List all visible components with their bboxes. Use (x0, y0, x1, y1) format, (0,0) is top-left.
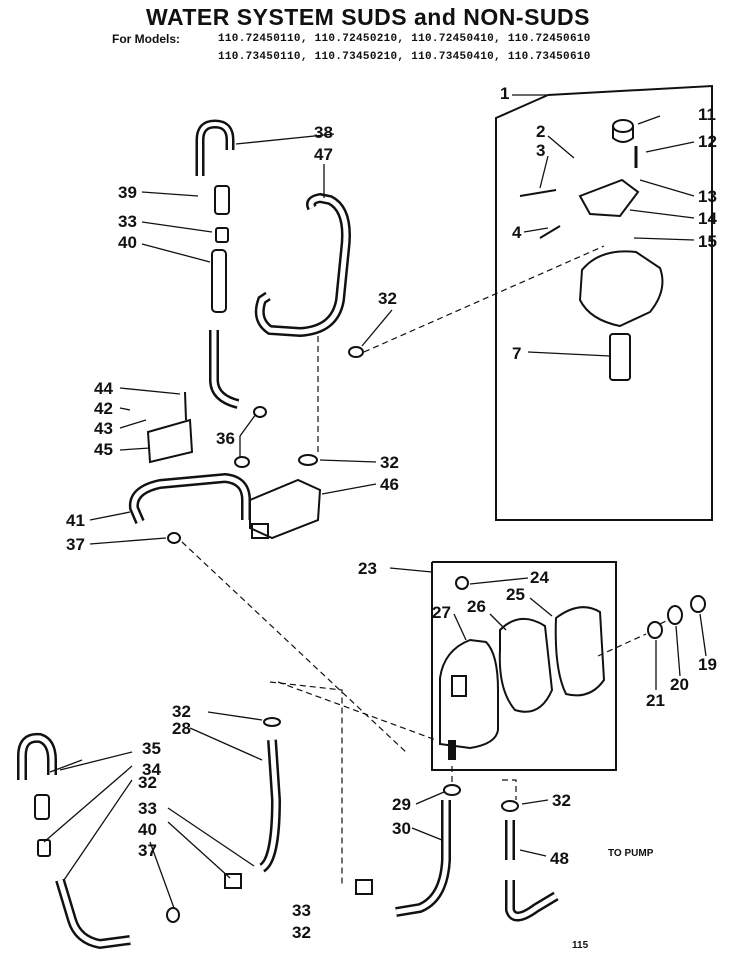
callout-12: 12 (698, 132, 717, 151)
callout-20: 20 (670, 675, 689, 694)
callout-29: 29 (392, 795, 411, 814)
callout-45: 45 (94, 440, 113, 459)
models-line-1: 110.72450110, 110.72450210, 110.72450410… (218, 33, 591, 45)
valve-body (578, 250, 664, 328)
callout-43: 43 (94, 419, 113, 438)
callout-27: 27 (432, 603, 451, 622)
callout-25: 25 (506, 585, 525, 604)
callout-36: 36 (216, 429, 235, 448)
callout-2: 2 (536, 122, 546, 141)
dispenser-screen-26 (498, 618, 554, 713)
filter-7 (609, 333, 631, 381)
bracket-45 (146, 418, 194, 464)
callout-23: 23 (358, 559, 377, 578)
screw-24 (455, 576, 469, 590)
callout-33-bottom: 33 (292, 901, 311, 920)
callout-13: 13 (698, 187, 717, 206)
callout-28: 28 (172, 719, 191, 738)
callout-3: 3 (536, 141, 546, 160)
callout-4: 4 (512, 223, 522, 242)
callout-40-bottom: 40 (138, 820, 157, 839)
callout-32-left: 32 (138, 773, 157, 792)
nut-19 (690, 595, 706, 613)
callout-32-bottom: 32 (292, 923, 311, 942)
hose-47 (254, 192, 351, 338)
models-label: For Models: (112, 32, 180, 46)
callout-37-bottom: 37 (138, 841, 157, 860)
callout-34: 34 (142, 760, 161, 779)
clamp-32-mid (298, 454, 318, 466)
callout-32-hose28: 32 (172, 702, 191, 721)
callout-11: 11 (698, 105, 716, 124)
washer-21 (647, 621, 663, 639)
callout-48: 48 (550, 849, 569, 868)
callout-32-pump: 32 (552, 791, 571, 810)
clamp-33-top (215, 227, 229, 243)
dispenser-body-27 (439, 638, 499, 750)
callout-40-top: 40 (118, 233, 137, 252)
callout-24: 24 (530, 568, 549, 587)
mixing-valve-46 (249, 478, 322, 540)
callout-15: 15 (698, 232, 717, 251)
solenoid-11 (612, 119, 634, 133)
models-line-2: 110.73450110, 110.73450210, 110.73450410… (218, 51, 591, 63)
page-title: WATER SYSTEM SUDS and NON-SUDS (146, 4, 590, 30)
washer-20 (667, 605, 683, 625)
callout-35: 35 (142, 739, 161, 758)
clamp-37 (167, 532, 181, 544)
callout-21: 21 (646, 691, 665, 710)
dispenser-cover-25 (554, 606, 606, 697)
pin-4 (539, 225, 561, 239)
to-pump-label: TO PUMP (608, 848, 654, 859)
callout-33-left: 33 (138, 799, 157, 818)
clamp-36-b (234, 456, 250, 468)
callout-44: 44 (94, 379, 113, 398)
clamp-32-center (348, 346, 364, 358)
clamp-32-pump (501, 800, 519, 812)
hose-38 (195, 119, 235, 176)
valve-assembly-frame (495, 84, 713, 521)
coupling-39 (214, 185, 230, 215)
callout-38: 38 (314, 123, 333, 142)
callout-42: 42 (94, 399, 113, 418)
dispenser-assembly-frame (431, 561, 617, 771)
hose-40-upper (211, 249, 227, 313)
callout-1: 1 (500, 84, 510, 103)
callout-41: 41 (66, 511, 85, 530)
callout-33-top: 33 (118, 212, 137, 231)
page-code: 115 (572, 940, 589, 951)
callout-19: 19 (698, 655, 717, 674)
valve-bracket-14 (578, 178, 640, 218)
callout-30: 30 (392, 819, 411, 838)
callout-32-valve: 32 (380, 453, 399, 472)
callout-37-top: 37 (66, 535, 85, 554)
callout-14: 14 (698, 209, 717, 228)
callout-39: 39 (118, 183, 137, 202)
callout-46: 46 (380, 475, 399, 494)
callout-47: 47 (314, 145, 333, 164)
callout-32-center: 32 (378, 289, 397, 308)
callout-26: 26 (467, 597, 486, 616)
callout-7: 7 (512, 344, 522, 363)
clamp-36-a (253, 406, 267, 418)
